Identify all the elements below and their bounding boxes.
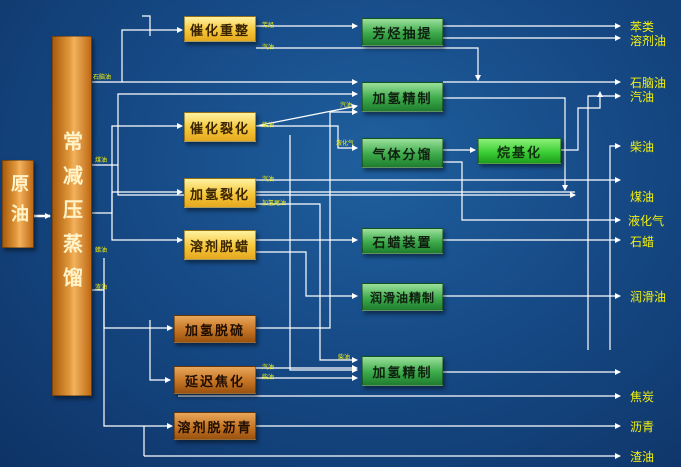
product-asphalt: 沥青 xyxy=(630,420,655,434)
product-kerosene: 煤油 xyxy=(630,190,655,204)
catalytic-cracking-box: 催化裂化 xyxy=(184,112,256,142)
solvent-dewaxing-label: 溶剂脱蜡 xyxy=(189,239,250,255)
paraffin-unit-label: 石蜡装置 xyxy=(372,235,433,251)
solvent-deasphalting-label: 溶剂脱沥青 xyxy=(177,420,253,436)
product-paraffin: 石蜡 xyxy=(630,235,655,249)
solvent-dewaxing-box: 溶剂脱蜡 xyxy=(184,230,256,260)
solvent-deasphalting-box: 溶剂脱沥青 xyxy=(174,412,256,440)
hydrodesulfurization-box: 加氢脱硫 xyxy=(174,315,256,343)
product-benzene: 苯类 xyxy=(630,20,655,34)
stream-gasoline-crack: 汽油 xyxy=(340,102,353,109)
aromatics-extraction-label: 芳烃抽提 xyxy=(372,26,433,42)
hydrodesulfurization-label: 加氢脱硫 xyxy=(184,323,245,339)
catalytic-cracking-label: 催化裂化 xyxy=(189,121,250,137)
product-coke: 焦炭 xyxy=(630,390,655,404)
stream-hc-tail: 加氢尾油 xyxy=(262,200,287,207)
product-residue: 渣油 xyxy=(630,450,655,464)
stream-kerosene: 煤油 xyxy=(95,157,108,164)
product-lube-oil: 润滑油 xyxy=(630,290,667,304)
alkylation-box: 烷基化 xyxy=(478,138,561,164)
stream-waxy-oil: 蜡油 xyxy=(95,247,108,254)
atm-vac-label: 常减压蒸馏 xyxy=(59,131,84,301)
hydrocracking-box: 加氢裂化 xyxy=(184,178,256,208)
hydrofining-label-bottom: 加氢精制 xyxy=(372,365,433,381)
alkylation-label: 烷基化 xyxy=(496,145,542,161)
aromatics-extraction-box: 芳烃抽提 xyxy=(362,18,443,46)
stream-diesel-crack: 柴油 xyxy=(262,122,275,129)
product-naphtha: 石脑油 xyxy=(630,76,667,90)
stream-diesel-coking: 柴油 xyxy=(262,374,275,381)
hydrocracking-label: 加氢裂化 xyxy=(189,187,250,203)
stream-naphtha: 石脑油 xyxy=(93,74,112,81)
product-diesel: 柴油 xyxy=(630,140,655,154)
product-gasoline: 汽油 xyxy=(630,90,655,104)
delayed-coking-box: 延迟焦化 xyxy=(174,366,256,394)
hydrofining-label-top: 加氢精制 xyxy=(372,91,433,107)
gas-fractionation-label: 气体分馏 xyxy=(372,147,433,163)
stream-gasoline-reform: 汽油 xyxy=(262,44,275,51)
lube-refining-label: 润滑油精制 xyxy=(369,290,435,305)
catalytic-reforming-box: 催化重整 xyxy=(184,16,256,42)
stream-aromatic: 芳烃 xyxy=(262,22,275,29)
product-solvent-oil: 溶剂油 xyxy=(630,34,667,48)
stream-residue: 渣油 xyxy=(95,284,108,291)
hydrofining-box-bottom: 加氢精制 xyxy=(362,356,443,386)
hydrofining-box-top: 加氢精制 xyxy=(362,82,443,112)
stream-diesel-hdf: 柴油 xyxy=(338,354,351,361)
stream-gasoline-hc: 汽油 xyxy=(262,176,275,183)
crude-oil-label: 原油 xyxy=(8,174,29,234)
lube-refining-box: 润滑油精制 xyxy=(362,283,443,311)
atm-vac-distillation-column: 常减压蒸馏 xyxy=(52,36,92,396)
delayed-coking-label: 延迟焦化 xyxy=(184,374,245,390)
catalytic-reforming-label: 催化重整 xyxy=(189,23,250,39)
stream-gasoline-coking: 汽油 xyxy=(262,364,275,371)
gas-fractionation-box: 气体分馏 xyxy=(362,138,443,168)
stream-lpg: 液化气 xyxy=(336,140,355,147)
paraffin-unit-box: 石蜡装置 xyxy=(362,228,443,254)
crude-oil-box: 原油 xyxy=(2,160,34,248)
product-lpg: 液化气 xyxy=(628,214,665,228)
